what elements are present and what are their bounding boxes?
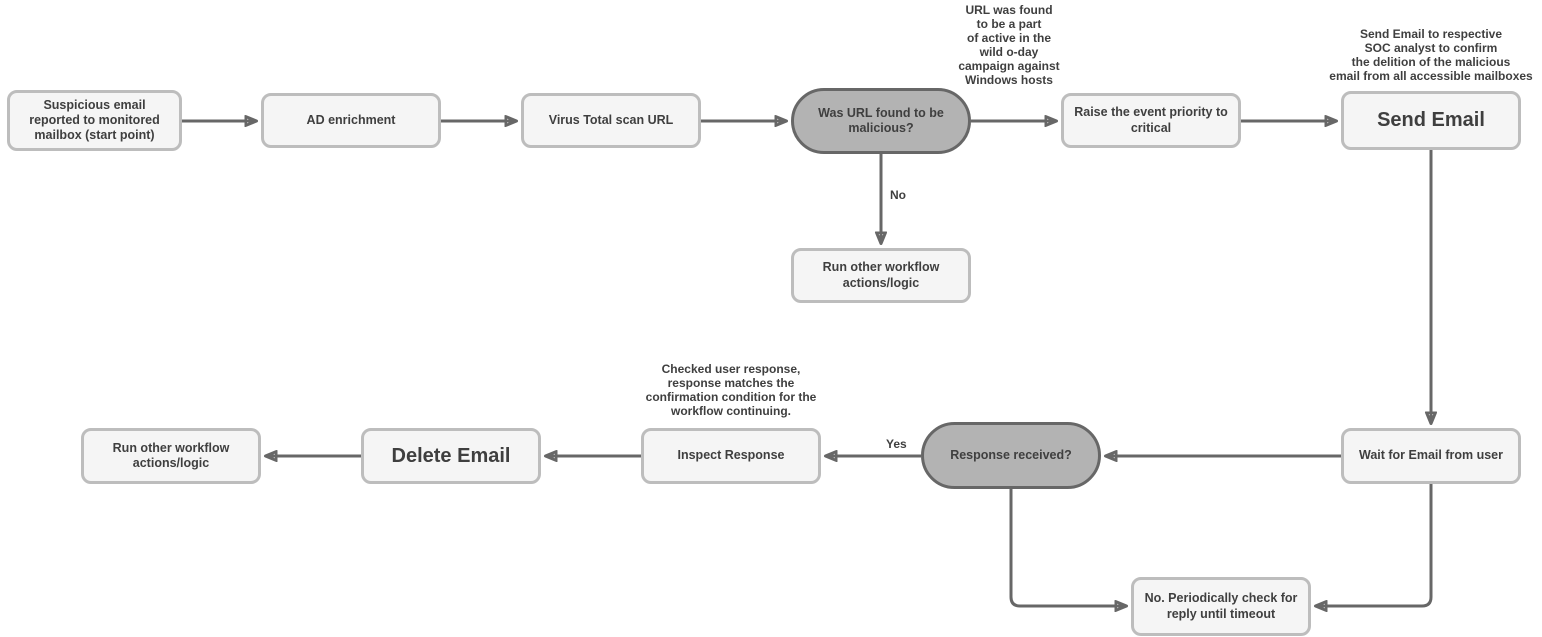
annotation-send-email-note[interactable]: Send Email to respective SOC analyst to … [1329,27,1533,84]
edge-response-no-to-periodic-check[interactable] [1009,489,1126,606]
edge-wait-to-periodic-check[interactable] [1316,484,1433,606]
node-periodic-check[interactable]: No. Periodically check for reply until t… [1131,577,1311,636]
node-run-other-workflow-top[interactable]: Run other workflow actions/logic [791,248,971,303]
node-send-email[interactable]: Send Email [1341,91,1521,150]
node-url-malicious-decision[interactable]: Was URL found to be malicious? [791,88,971,154]
node-virus-total-scan[interactable]: Virus Total scan URL [521,93,701,148]
node-start[interactable]: Suspicious email reported to monitored m… [7,90,182,151]
node-delete-email[interactable]: Delete Email [361,428,541,484]
edge-label-yes[interactable]: Yes [884,437,909,451]
node-raise-priority[interactable]: Raise the event priority to critical [1061,93,1241,148]
node-run-other-workflow-bottom[interactable]: Run other workflow actions/logic [81,428,261,484]
node-inspect-response[interactable]: Inspect Response [641,428,821,484]
annotation-zero-day-note[interactable]: URL was found to be a part of active in … [958,3,1060,88]
node-wait-for-email[interactable]: Wait for Email from user [1341,428,1521,484]
annotation-inspect-response-note[interactable]: Checked user response, response matches … [645,362,817,419]
node-response-received-decision[interactable]: Response received? [921,422,1101,489]
edge-label-no[interactable]: No [888,188,908,202]
node-ad-enrichment[interactable]: AD enrichment [261,93,441,148]
